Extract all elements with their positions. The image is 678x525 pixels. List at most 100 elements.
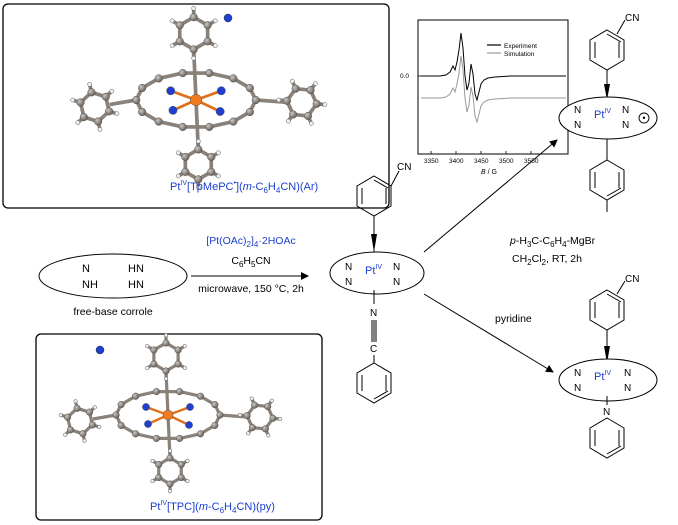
hydrogen-atom: [167, 489, 173, 494]
hydrogen-atom: [246, 431, 251, 436]
corrole-atom-hn-1: HN: [128, 263, 144, 275]
hydrogen-atom: [109, 88, 115, 94]
step3-reagent: pyridine: [495, 313, 532, 325]
hydrogen-atom: [191, 55, 197, 61]
legend-simulation: Simulation: [504, 51, 535, 58]
carbon-atom: [205, 69, 214, 78]
carbon-atom: [229, 117, 238, 126]
step1-conditions: microwave, 150 °C, 2h: [198, 283, 304, 295]
carbon-atom: [79, 430, 87, 438]
carbon-atom: [306, 86, 315, 95]
crystal-structure-top: PtIV[TpMePC•](m-C6H4CN)(Ar): [2, 3, 390, 209]
hydrogen-atom: [82, 438, 87, 443]
carbon-atom: [64, 413, 72, 421]
epr-spectrum: Experiment Simulation 0.0 3350 3400 3450…: [400, 19, 569, 176]
nitrogen-atom: [185, 421, 193, 429]
hydrogen-atom: [150, 458, 155, 463]
carbon-atom: [243, 412, 251, 420]
carbon-atom: [174, 360, 182, 368]
hydrogen-atom: [163, 333, 169, 338]
hydrogen-atom: [191, 6, 197, 11]
carbon-atom: [79, 113, 88, 122]
carbon-atom: [87, 88, 96, 97]
center-n2: N: [345, 277, 352, 288]
hydrogen-atom: [182, 365, 187, 370]
carbon-atom: [94, 117, 103, 126]
x-tick-3400: 3400: [449, 158, 464, 165]
hydrogen-atom: [175, 150, 181, 156]
corrole-caption: free-base corrole: [73, 306, 153, 318]
step2-arrow: p-H3C-C6H4-MgBr CH2Cl2, RT, 2h: [423, 139, 596, 267]
carbon-atom: [245, 107, 254, 117]
crystal-bottom-label: PtIV[TPC](m-C6H4CN)(py): [150, 500, 275, 515]
hydrogen-atom: [195, 185, 201, 190]
carbon-atom: [105, 107, 114, 116]
carbon-atom: [178, 69, 187, 78]
carbon-atom: [66, 426, 75, 434]
carbon-atom: [132, 430, 140, 438]
hydrogen-atom: [167, 448, 173, 453]
center-n4: N: [393, 277, 400, 288]
experiment-trace: [421, 32, 566, 102]
carbon-atom: [101, 92, 110, 101]
hydrogen-atom: [269, 398, 274, 403]
carbon-atom: [269, 414, 277, 422]
carbon-atom: [291, 84, 300, 93]
center-cn-label: CN: [397, 162, 411, 173]
step2-reagent: p-H3C-C6H4-MgBr: [509, 235, 596, 249]
bond: [179, 432, 201, 440]
hydrogen-atom: [163, 376, 169, 381]
carbon-atom: [150, 346, 158, 354]
tolyl-n2: N: [574, 120, 581, 131]
hydrogen-atom: [212, 18, 218, 24]
bond: [179, 390, 201, 398]
hydrogen-atom: [169, 18, 175, 24]
x-tick-3350: 3350: [424, 158, 439, 165]
carbon-atom: [155, 460, 163, 469]
carbon-atom: [176, 388, 184, 396]
carbon-atom: [251, 401, 259, 409]
molecule-render-bottom: [58, 333, 283, 494]
center-nitrile-c: C: [370, 344, 377, 355]
hydrogen-atom: [216, 150, 221, 156]
carbon-atom: [117, 401, 125, 409]
tolyl-n4: N: [622, 120, 629, 131]
carbon-atom: [282, 96, 291, 105]
carbon-atom: [174, 346, 182, 354]
x-axis-ticks: [430, 151, 532, 154]
center-n1: N: [345, 262, 352, 273]
carbon-atom: [88, 421, 96, 429]
carbon-atom: [189, 45, 198, 54]
nitrogen-atom: [166, 86, 176, 96]
pt-complex-center: CN N N N N PtIV N C: [329, 162, 425, 404]
hydrogen-atom: [309, 121, 314, 126]
py-n1: N: [574, 368, 581, 379]
platinum-atom: [162, 409, 174, 421]
hydrogen-atom: [145, 365, 150, 370]
carbon-atom: [312, 99, 321, 108]
hydrogen-atom: [185, 458, 190, 463]
nitrogen-atom: [215, 107, 225, 116]
hydrogen-atom: [195, 138, 201, 144]
hydrogen-atom: [277, 416, 283, 422]
bond: [135, 390, 157, 398]
carbon-atom: [196, 392, 204, 400]
hydrogen-atom: [114, 111, 120, 117]
hydrogen-atom: [175, 173, 181, 179]
carbon-atom: [211, 401, 219, 409]
hydrogen-atom: [92, 405, 97, 410]
radical-dot: •: [642, 113, 645, 123]
hydrogen-atom: [313, 81, 318, 86]
carbon-atom: [152, 434, 160, 442]
center-nitrile-n: N: [370, 308, 377, 319]
py-n4: N: [624, 383, 631, 394]
carbon-atom: [205, 122, 214, 131]
carbon-atom: [251, 95, 260, 105]
hydrogen-atom: [212, 43, 218, 49]
bond: [158, 119, 184, 129]
tolyl-n1: N: [574, 105, 581, 116]
carbon-atom: [138, 107, 147, 117]
carbon-atom: [178, 122, 187, 131]
carbon-atom: [152, 388, 160, 396]
